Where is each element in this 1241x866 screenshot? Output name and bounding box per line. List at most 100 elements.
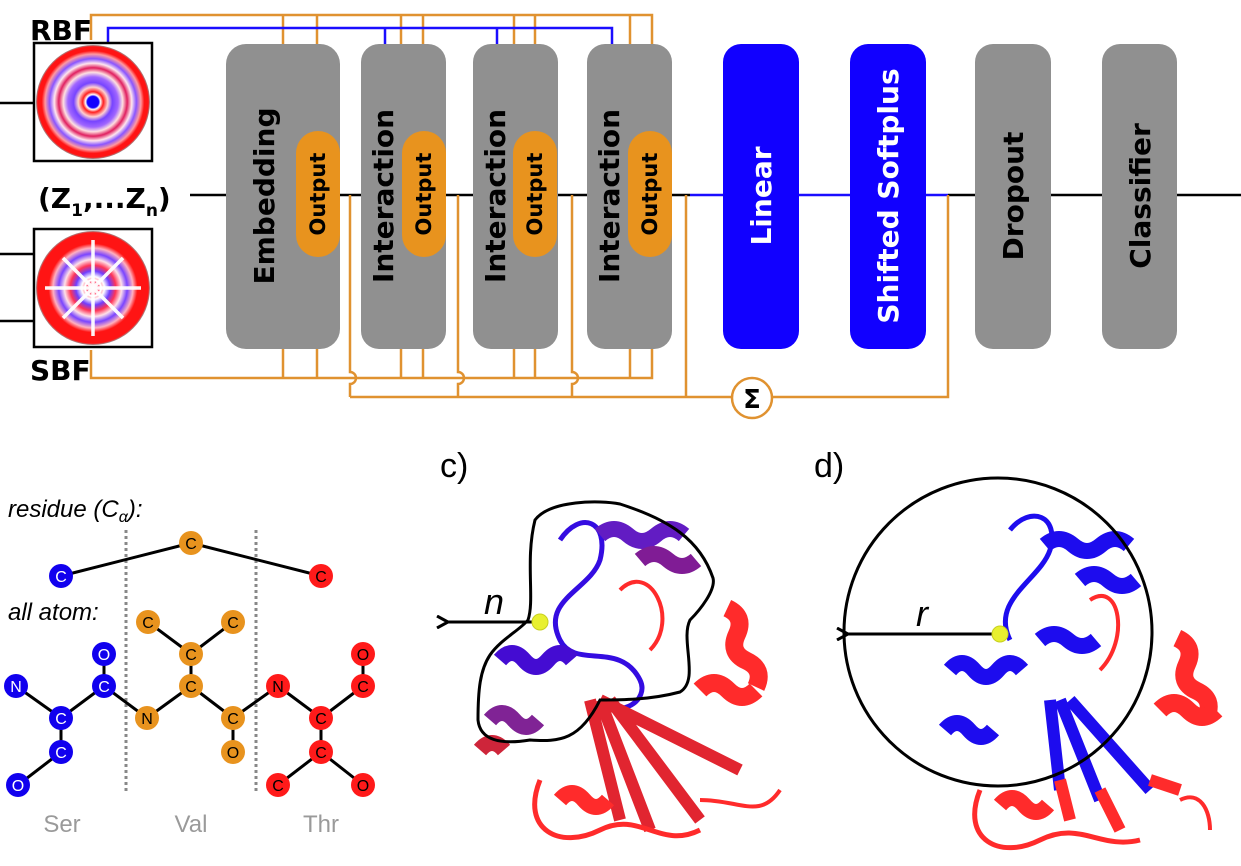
protein-cartoon-c xyxy=(473,520,782,841)
svg-text:Output: Output xyxy=(412,153,436,236)
svg-text:C: C xyxy=(227,615,239,632)
calpha-atom-ser: C xyxy=(49,564,73,588)
atom-c-ser: C xyxy=(49,740,73,764)
residue-name-val: Val xyxy=(175,811,208,838)
svg-text:Shifted Softplus: Shifted Softplus xyxy=(872,68,905,323)
skip-line xyxy=(570,195,580,397)
calpha-bond xyxy=(60,541,192,578)
rbf-blue-bus xyxy=(106,26,614,44)
svg-text:Interaction: Interaction xyxy=(593,109,626,283)
calpha-trace: C C C xyxy=(49,531,333,588)
svg-text:C: C xyxy=(185,679,197,696)
svg-text:C: C xyxy=(55,711,67,728)
sum-symbol: Σ xyxy=(743,385,761,415)
svg-text:C: C xyxy=(185,536,197,553)
svg-text:C: C xyxy=(185,647,197,664)
svg-text:Output: Output xyxy=(638,153,662,236)
svg-text:Classifier: Classifier xyxy=(1124,123,1157,269)
sum-node xyxy=(730,376,774,420)
svg-text:O: O xyxy=(357,647,369,664)
svg-text:O: O xyxy=(227,745,239,762)
svg-text:N: N xyxy=(10,679,22,696)
output-pill-interaction-3: Output xyxy=(628,131,672,257)
atom-c-thr: C xyxy=(266,773,290,797)
protein-cartoon-d xyxy=(938,513,1223,851)
calpha-atom-thr: C xyxy=(309,564,333,588)
skip-line xyxy=(348,195,358,397)
sbf-icon xyxy=(36,231,150,345)
svg-text:Output: Output xyxy=(306,153,330,236)
atomic-numbers-input-label: (Z1,...Zn) xyxy=(38,182,171,221)
output-pill-embedding: Output xyxy=(296,131,340,257)
svg-text:C: C xyxy=(315,711,327,728)
panel-c-label: c) xyxy=(440,447,468,485)
panel-a-architecture: Σ RBF SBF (Z1,...Zn) Embedding Int xyxy=(0,13,1241,420)
calpha-atom-val: C xyxy=(179,531,203,555)
atom-n-val: N xyxy=(135,706,159,730)
svg-text:O: O xyxy=(357,778,369,795)
svg-text:N: N xyxy=(272,679,284,696)
svg-text:Linear: Linear xyxy=(745,146,778,245)
skip-line xyxy=(456,195,466,397)
residue-name-thr: Thr xyxy=(303,811,339,838)
all-atom-label: all atom: xyxy=(8,599,99,626)
center-probe-c xyxy=(531,613,549,631)
block-shifted-softplus: Shifted Softplus xyxy=(850,44,926,349)
sum-out-line xyxy=(772,195,950,399)
svg-text:Interaction: Interaction xyxy=(367,109,400,283)
svg-text:O: O xyxy=(12,778,24,795)
surface-outline xyxy=(476,500,715,744)
svg-text:C: C xyxy=(227,711,239,728)
rbf-label: RBF xyxy=(30,14,92,47)
atom-c-thr: C xyxy=(309,740,333,764)
svg-text:C: C xyxy=(55,569,67,586)
svg-text:C: C xyxy=(142,615,154,632)
atom-c-thr: C xyxy=(351,674,375,698)
atom-c-val: C xyxy=(179,642,203,666)
svg-text:N: N xyxy=(141,711,153,728)
atom-c-ser: C xyxy=(92,674,116,698)
panel-d-label: d) xyxy=(814,447,844,485)
atom-o-thr: O xyxy=(351,642,375,666)
svg-text:C: C xyxy=(272,778,284,795)
svg-text:Embedding: Embedding xyxy=(248,108,281,285)
radius-label: r xyxy=(916,593,930,634)
svg-text:Dropout: Dropout xyxy=(997,132,1030,261)
atom-n-thr: N xyxy=(266,674,290,698)
atom-o-ser: O xyxy=(92,642,116,666)
panel-c-surface: c) n xyxy=(440,447,782,841)
svg-text:C: C xyxy=(98,679,110,696)
output-pill-interaction-1: Output xyxy=(402,131,446,257)
normal-vector-label: n xyxy=(484,581,504,622)
atom-c-ser: C xyxy=(49,706,73,730)
center-probe-d xyxy=(991,625,1009,643)
atom-c-val: C xyxy=(221,610,245,634)
sbf-label: SBF xyxy=(30,354,91,387)
calpha-bond xyxy=(190,541,322,578)
atom-c-thr: C xyxy=(309,706,333,730)
residue-label: residue (Cα): xyxy=(8,496,143,526)
svg-text:C: C xyxy=(315,745,327,762)
svg-text:Output: Output xyxy=(523,153,547,236)
block-dropout: Dropout xyxy=(975,44,1051,349)
svg-text:O: O xyxy=(98,647,110,664)
svg-text:C: C xyxy=(55,745,67,762)
atom-n-ser: N xyxy=(4,674,28,698)
panel-d-sphere: d) r xyxy=(814,447,1223,851)
atom-c-val: C xyxy=(136,610,160,634)
block-classifier: Classifier xyxy=(1102,44,1177,349)
svg-text:C: C xyxy=(357,679,369,696)
rbf-icon xyxy=(36,45,150,159)
atom-o-ser: O xyxy=(6,773,30,797)
svg-text:Interaction: Interaction xyxy=(479,109,512,283)
atom-c-val: C xyxy=(221,706,245,730)
atom-o-val: O xyxy=(221,740,245,764)
block-embedding: Embedding xyxy=(226,44,340,349)
atom-o-thr: O xyxy=(351,773,375,797)
residue-name-ser: Ser xyxy=(43,811,80,838)
atom-c-val: C xyxy=(179,674,203,698)
output-pill-interaction-2: Output xyxy=(513,131,557,257)
